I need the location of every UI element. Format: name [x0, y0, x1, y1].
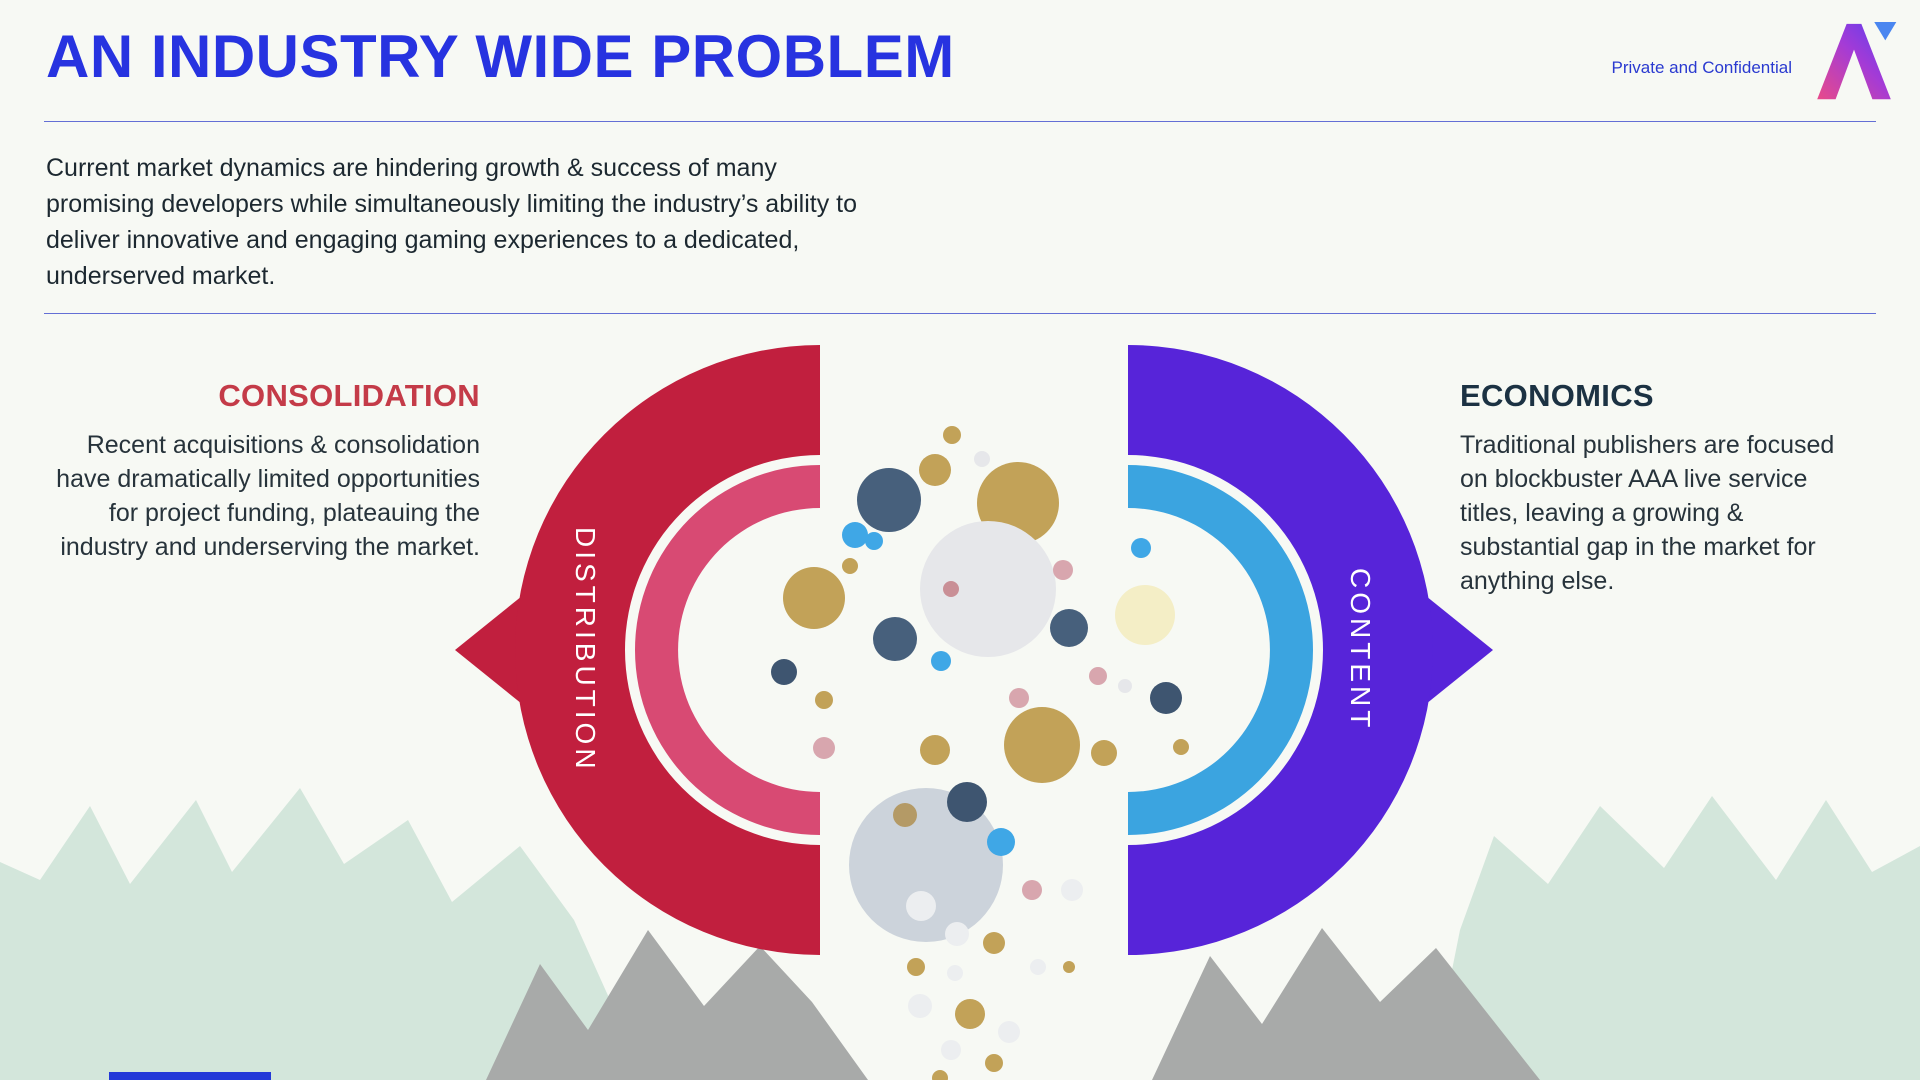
bubble	[1150, 682, 1182, 714]
bubble	[947, 965, 963, 981]
consolidation-line: have dramatically limited opportunities	[56, 465, 480, 493]
economics-heading: ECONOMICS	[1460, 378, 1654, 413]
intro-line: deliver innovative and engaging gaming e…	[46, 226, 800, 254]
bubble	[931, 651, 951, 671]
consolidation-line: for project funding, plateauing the	[108, 499, 480, 527]
distribution-arrow-tip	[455, 596, 522, 704]
consolidation-line: Recent acquisitions & consolidation	[86, 431, 480, 459]
distribution-arc-label: DISTRIBUTION	[570, 527, 601, 773]
bubble-layer	[771, 426, 1189, 1080]
economics-line: substantial gap in the market for	[1460, 533, 1816, 561]
logo-triangle-icon	[1874, 21, 1897, 41]
bubble	[1118, 679, 1132, 693]
bubble	[1131, 538, 1151, 558]
gray-terrain-left	[486, 930, 868, 1080]
consolidation-line: industry and underserving the market.	[60, 533, 480, 561]
intro-paragraph: Current market dynamics are hindering gr…	[46, 150, 1046, 294]
bubble	[813, 737, 835, 759]
bubble	[987, 828, 1015, 856]
bubble	[941, 1040, 961, 1060]
logo-mark	[1817, 23, 1891, 100]
bottom-blue-strip	[109, 1072, 271, 1080]
content-arc-label: CONTENT	[1345, 568, 1376, 732]
bubble	[1115, 585, 1175, 645]
economics-line: Traditional publishers are focused	[1460, 431, 1835, 459]
bubble	[920, 521, 1056, 657]
mint-terrain-right	[1430, 796, 1920, 1080]
bubble	[947, 782, 987, 822]
bubble	[920, 735, 950, 765]
bubble	[1063, 961, 1075, 973]
gray-terrain-right	[1152, 928, 1540, 1080]
bubble	[842, 558, 858, 574]
bubble	[865, 532, 883, 550]
bubble	[998, 1021, 1020, 1043]
distribution-inner-ring	[635, 465, 820, 835]
bubble	[1089, 667, 1107, 685]
intro-line: underserved market.	[46, 262, 276, 290]
bubble	[974, 451, 990, 467]
bubble	[932, 1070, 948, 1080]
consolidation-heading: CONSOLIDATION	[218, 378, 480, 413]
economics-line: titles, leaving a growing &	[1460, 499, 1744, 527]
bubble	[983, 932, 1005, 954]
confidential-label: Private and Confidential	[1611, 58, 1792, 77]
content-inner-ring	[1128, 465, 1313, 835]
mint-terrain-left	[0, 788, 646, 1080]
page-title: AN INDUSTRY WIDE PROBLEM	[46, 23, 955, 90]
bubble	[943, 426, 961, 444]
company-logo	[1817, 21, 1897, 100]
bubble	[1050, 609, 1088, 647]
bubble	[1022, 880, 1042, 900]
economics-body: Traditional publishers are focused on bl…	[1460, 428, 1920, 598]
bubble	[771, 659, 797, 685]
section-divider	[44, 313, 1876, 314]
bubble	[908, 994, 932, 1018]
bubble	[842, 522, 868, 548]
bubble	[893, 803, 917, 827]
bubble	[1053, 560, 1073, 580]
consolidation-body: Recent acquisitions & consolidation have…	[28, 428, 480, 564]
bubble	[1009, 688, 1029, 708]
bubble	[849, 788, 1003, 942]
economics-section: ECONOMICS Traditional publishers are foc…	[1460, 378, 1920, 598]
bubble	[907, 958, 925, 976]
bubble	[955, 999, 985, 1029]
bubble	[783, 567, 845, 629]
economics-line: on blockbuster AAA live service	[1460, 465, 1808, 493]
distribution-arc	[515, 345, 820, 955]
bubble	[906, 891, 936, 921]
consolidation-section: CONSOLIDATION Recent acquisitions & cons…	[28, 378, 480, 564]
content-arrow-tip	[1426, 596, 1493, 704]
bubble	[985, 1054, 1003, 1072]
economics-line: anything else.	[1460, 567, 1615, 595]
bubble	[873, 617, 917, 661]
bubble	[857, 468, 921, 532]
bubble	[945, 922, 969, 946]
intro-line: promising developers while simultaneousl…	[46, 190, 858, 218]
bubble	[1173, 739, 1189, 755]
intro-line: Current market dynamics are hindering gr…	[46, 154, 777, 182]
content-arc	[1128, 345, 1433, 955]
bubble	[1091, 740, 1117, 766]
header-divider	[44, 121, 1876, 122]
bubble	[815, 691, 833, 709]
bubble	[943, 581, 959, 597]
bubble	[1061, 879, 1083, 901]
bubble	[1004, 707, 1080, 783]
bubble	[919, 454, 951, 486]
bubble	[1030, 959, 1046, 975]
